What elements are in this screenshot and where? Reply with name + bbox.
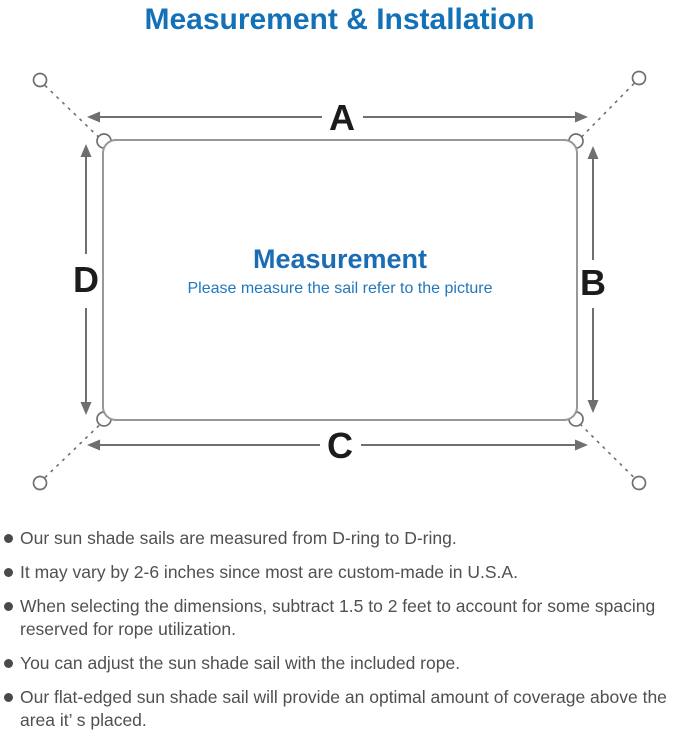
measure-arrow-c-head-left bbox=[87, 439, 100, 451]
side-label-b: B bbox=[580, 262, 606, 303]
note-text: When selecting the dimensions, subtract … bbox=[20, 596, 656, 639]
anchor-point-bottom-right bbox=[631, 475, 647, 491]
note-item: You can adjust the sun shade sail with t… bbox=[0, 652, 673, 675]
note-text: Our flat-edged sun shade sail will provi… bbox=[20, 687, 667, 730]
bullet-dot-icon bbox=[4, 659, 13, 668]
rope-line-top-right bbox=[580, 82, 635, 139]
note-item: When selecting the dimensions, subtract … bbox=[0, 595, 673, 641]
measure-arrow-d-head-bottom bbox=[80, 402, 92, 415]
note-text: It may vary by 2-6 inches since most are… bbox=[20, 562, 518, 582]
measure-arrow-d-head-top bbox=[80, 144, 92, 157]
measure-arrow-a-head-right bbox=[575, 111, 588, 123]
rope-line-bottom-right bbox=[579, 423, 635, 479]
note-text: You can adjust the sun shade sail with t… bbox=[20, 653, 461, 673]
measurement-diagram: A C D B Measurement Please measure the s… bbox=[32, 70, 647, 491]
measure-arrow-b-head-top bbox=[587, 146, 599, 159]
side-label-c: C bbox=[327, 425, 353, 466]
note-item: It may vary by 2-6 inches since most are… bbox=[0, 561, 673, 584]
anchor-point-bottom-left bbox=[32, 475, 48, 491]
side-label-a: A bbox=[329, 97, 355, 138]
note-text: Our sun shade sails are measured from D-… bbox=[20, 528, 457, 548]
bullet-dot-icon bbox=[4, 602, 13, 611]
bullet-dot-icon bbox=[4, 534, 13, 543]
measure-arrow-a-head-left bbox=[87, 111, 100, 123]
diagram-heading: Measurement bbox=[253, 244, 427, 274]
bullet-dot-icon bbox=[4, 693, 13, 702]
diagram-subheading: Please measure the sail refer to the pic… bbox=[187, 280, 492, 297]
note-item: Our flat-edged sun shade sail will provi… bbox=[0, 686, 673, 732]
anchor-point-top-right bbox=[631, 70, 647, 86]
rope-line-top-left bbox=[44, 84, 101, 140]
side-label-d: D bbox=[73, 259, 99, 300]
anchor-point-top-left bbox=[32, 72, 48, 88]
measure-arrow-c-head-right bbox=[575, 439, 588, 451]
bullet-dot-icon bbox=[4, 568, 13, 577]
sail-outline bbox=[102, 139, 578, 421]
rope-line-bottom-left bbox=[44, 423, 101, 479]
measure-arrow-b-head-bottom bbox=[587, 400, 599, 413]
notes-list: Our sun shade sails are measured from D-… bbox=[0, 527, 679, 739]
page-title: Measurement & Installation bbox=[144, 3, 535, 36]
note-item: Our sun shade sails are measured from D-… bbox=[0, 527, 673, 550]
